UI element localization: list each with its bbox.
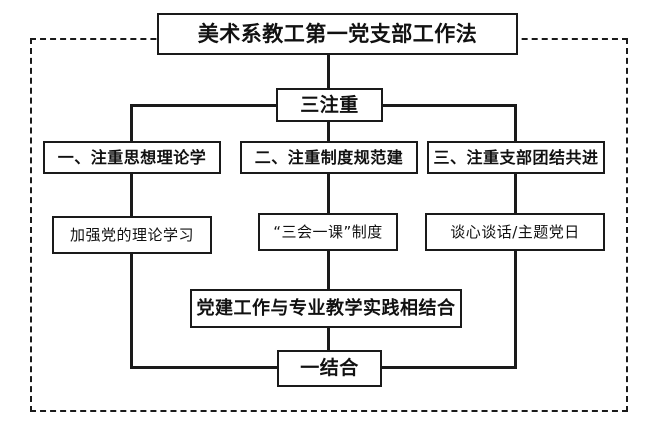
node-detail-2-label: “三会一课”制度: [273, 222, 383, 241]
node-branch-1: 一、注重思想理论学: [43, 141, 221, 174]
node-detail-1-label: 加强党的理论学习: [69, 225, 194, 244]
connector-title-to-sanzhuzhong: [327, 55, 330, 89]
node-branch-3-label: 三、注重支部团结共进: [433, 147, 599, 167]
node-yi-jie-he: 一结合: [277, 350, 382, 387]
node-title-label: 美术系教工第一党支部工作法: [197, 21, 478, 46]
connector-detail2-to-wide: [327, 251, 330, 290]
connector-bottom-bus-left: [130, 366, 278, 369]
node-branch-1-label: 一、注重思想理论学: [57, 147, 207, 167]
node-detail-1: 加强党的理论学习: [52, 216, 212, 254]
node-san-zhu-zhong: 三注重: [276, 88, 383, 122]
node-branch-2: 二、注重制度规范建: [240, 141, 418, 174]
connector-wide-to-yijiehe: [327, 328, 330, 351]
node-san-zhu-zhong-label: 三注重: [300, 93, 359, 116]
node-branch-3: 三、注重支部团结共进: [427, 141, 605, 174]
connector-branch1-to-detail1: [130, 174, 133, 217]
connector-branch2-to-detail2: [327, 174, 330, 214]
connector-sanzhuzhong-bus-left: [130, 104, 277, 107]
node-detail-2: “三会一课”制度: [258, 213, 398, 251]
node-yi-jie-he-label: 一结合: [300, 357, 359, 379]
connector-bottom-bus-right: [381, 366, 517, 369]
node-title: 美术系教工第一党支部工作法: [157, 13, 518, 55]
connector-sanzhuzhong-bus-right: [382, 104, 517, 107]
node-detail-3: 谈心谈话/主题党日: [425, 213, 605, 251]
connector-bus-to-branch2: [327, 122, 330, 142]
node-combine-wide-label: 党建工作与专业教学实践相结合: [196, 297, 456, 319]
node-branch-2-label: 二、注重制度规范建: [254, 147, 404, 167]
node-combine-wide: 党建工作与专业教学实践相结合: [190, 289, 462, 328]
connector-branch3-to-detail3: [514, 174, 517, 214]
node-detail-3-label: 谈心谈话/主题党日: [450, 222, 580, 241]
